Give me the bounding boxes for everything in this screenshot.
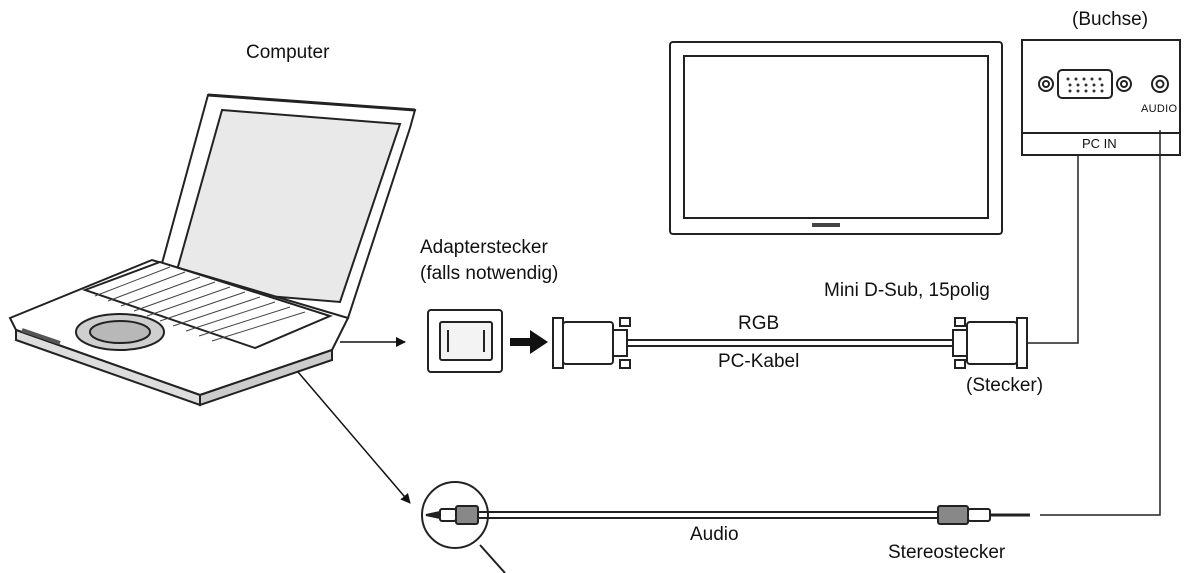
- computer-label: Computer: [246, 42, 330, 63]
- plug-label: (Stecker): [966, 375, 1044, 396]
- stereo-plug-label: Stereostecker: [888, 542, 1006, 563]
- adapter-label: Adapterstecker: [420, 237, 548, 258]
- mini-dsub-label: Mini D-Sub, 15polig: [824, 280, 990, 301]
- adapter-plug-icon: [427, 309, 503, 373]
- vga-link-line: [1027, 120, 1079, 344]
- arrow-to-audio: [297, 371, 411, 504]
- rgb-label: RGB: [738, 313, 780, 334]
- adapter-note-label: (falls notwendig): [420, 263, 559, 284]
- terminal-panel-icon: [1021, 39, 1181, 156]
- monitor-icon: [669, 41, 1003, 235]
- stereo-jack-icon: [421, 481, 1030, 573]
- vga-connector-right-icon: [952, 317, 1028, 369]
- audio-link-line: [1040, 130, 1161, 516]
- socket-label: (Buchse): [1072, 9, 1149, 30]
- laptop-icon: [8, 93, 417, 407]
- audio-port-label: AUDIO: [1141, 103, 1178, 115]
- black-arrow-icon: [510, 330, 548, 354]
- pc-in-label: PC IN: [1082, 136, 1117, 151]
- audio-cable-label: Audio: [690, 524, 739, 545]
- vga-connector-left-icon: [552, 317, 631, 369]
- pc-cable-label: PC-Kabel: [718, 351, 800, 372]
